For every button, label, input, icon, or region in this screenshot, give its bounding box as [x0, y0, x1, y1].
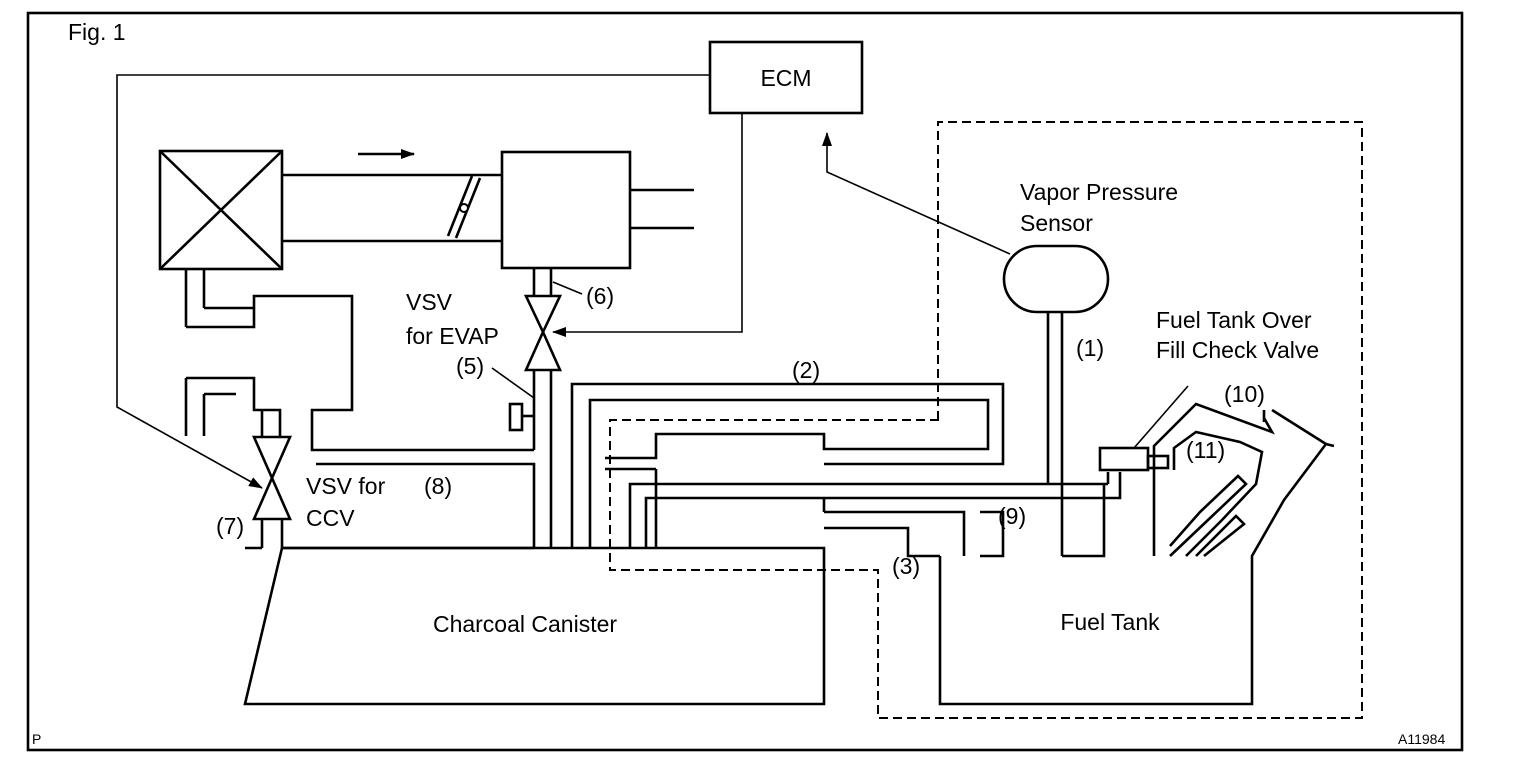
- ecm-box: ECM: [708, 40, 864, 115]
- sensor-ecm-signal-line: [822, 132, 1011, 255]
- vapor-pressure-sensor: Vapor Pressure Sensor: [1002, 179, 1178, 484]
- figure-label: Fig. 1: [68, 19, 126, 45]
- vsv-ccv: [252, 435, 292, 521]
- check-valve-label-line2: Fill Check Valve: [1156, 337, 1319, 363]
- callout-2: (2): [792, 357, 820, 383]
- corner-mark: P: [32, 731, 41, 747]
- fuel-tank-assembly-boundary: [609, 121, 1363, 719]
- callout-6: (6): [586, 283, 614, 309]
- callout-8: (8): [424, 473, 452, 499]
- ecm-evap-signal-line: [552, 113, 743, 337]
- fuel-tank: Fuel Tank: [938, 443, 1328, 706]
- callout-1: (1): [1076, 335, 1104, 361]
- line-2: [570, 382, 1005, 548]
- air-cleaner: [158, 149, 284, 271]
- vsv-evap-label-line1: VSV: [406, 289, 453, 315]
- sensor-label-line1: Vapor Pressure: [1020, 179, 1178, 205]
- figure-frame: [26, 11, 1464, 752]
- ecm-label: ECM: [760, 65, 811, 91]
- callout-11: (11): [1186, 437, 1225, 463]
- sensor-label-line2: Sensor: [1020, 210, 1093, 236]
- vsv-evap-label-line2: for EVAP: [406, 323, 499, 349]
- callout-7: (7): [216, 513, 244, 539]
- vsv-evap: [523, 294, 563, 372]
- check-valve: [1098, 385, 1189, 472]
- intake-manifold: [500, 150, 632, 270]
- callout-9: (9): [998, 503, 1026, 529]
- fill-neck: [1152, 402, 1335, 558]
- fuel-tank-label: Fuel Tank: [1060, 609, 1160, 635]
- vsv-ccv-label-line1: VSV for: [306, 473, 386, 499]
- figure-code: A11984: [1398, 731, 1445, 747]
- line-3: [824, 510, 966, 556]
- charcoal-canister: Charcoal Canister: [243, 546, 826, 706]
- line-9: [628, 482, 1108, 548]
- vsv-evap-connector: [508, 402, 524, 432]
- vsv-ccv-label-line2: CCV: [306, 505, 355, 531]
- callout-5: (5): [456, 353, 484, 379]
- line-8: [316, 462, 536, 548]
- ecm-ccv-signal-line: [116, 74, 710, 489]
- canister-label: Charcoal Canister: [433, 611, 617, 637]
- check-valve-label-line1: Fuel Tank Over: [1156, 307, 1312, 333]
- callout-3: (3): [892, 553, 920, 579]
- throttle-valve: [446, 175, 482, 239]
- callout-10: (10): [1224, 381, 1265, 407]
